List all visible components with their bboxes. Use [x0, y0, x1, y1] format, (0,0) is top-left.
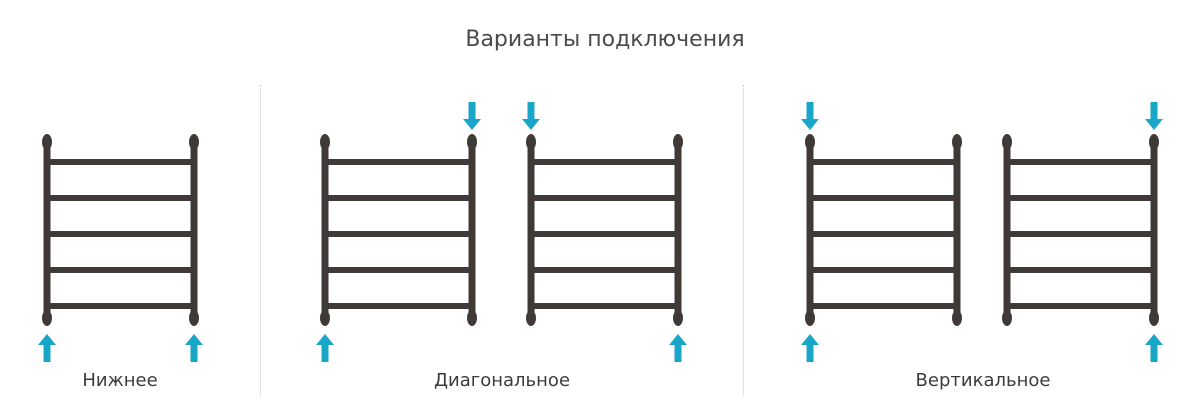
arrow-down-icon: [1145, 102, 1163, 130]
page-title: Варианты подключения: [465, 27, 745, 52]
group-label-bottom: Нижнее: [82, 370, 158, 391]
arrow-up-icon: [185, 334, 203, 362]
group-label-vertical: Вертикальное: [915, 370, 1051, 391]
arrow-up-icon: [316, 334, 334, 362]
arrow-up-icon: [1145, 334, 1163, 362]
towel-rail-vertical-left: [805, 134, 962, 326]
arrow-up-icon: [801, 334, 819, 362]
arrow-down-icon: [463, 102, 481, 130]
towel-rail-diagonal-right: [526, 134, 683, 326]
arrow-down-icon: [522, 102, 540, 130]
arrow-up-icon: [38, 334, 56, 362]
towel-rail-vertical-right: [1002, 134, 1159, 326]
towel-rail-bottom: [42, 134, 199, 326]
arrow-down-icon: [801, 102, 819, 130]
group-divider: [260, 85, 261, 395]
arrow-up-icon: [669, 334, 687, 362]
group-label-diagonal: Диагональное: [433, 370, 571, 391]
towel-rail-diagonal-left: [320, 134, 477, 326]
group-divider: [743, 85, 744, 395]
